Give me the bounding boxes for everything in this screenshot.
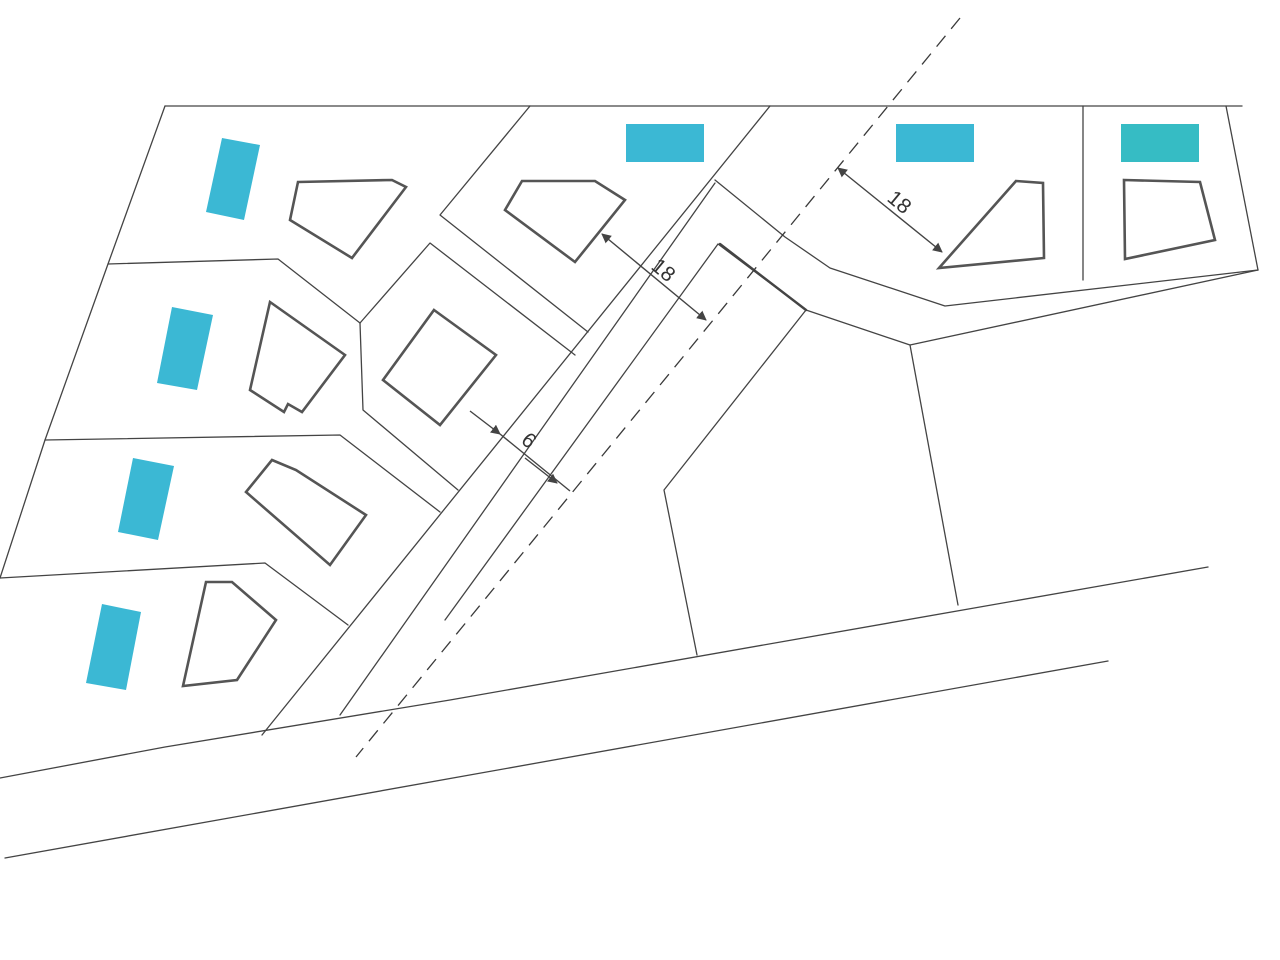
- house-footprint: [248, 299, 347, 414]
- dimension-road-offset: 6: [469, 410, 571, 492]
- parcel-line-west-cul: [439, 105, 589, 333]
- pool: [626, 124, 704, 162]
- pool: [86, 604, 141, 690]
- parcel-line-stub-bold: [718, 242, 808, 312]
- access-road-west-edge: [261, 105, 771, 736]
- parcel-line-east-lower: [805, 269, 1259, 346]
- east-boundary: [1225, 105, 1259, 271]
- house-footprint: [244, 458, 368, 567]
- parcel-line-west-1: [107, 258, 361, 324]
- parcel-line-central-lot: [663, 309, 807, 656]
- dimension-setback-left: 18: [601, 233, 707, 321]
- road-centerline: [355, 17, 961, 758]
- dimension-arrow: [601, 233, 707, 321]
- dimension-arrow: [499, 433, 571, 492]
- pool: [1121, 124, 1199, 162]
- parcel-line-east-vertical: [909, 344, 959, 606]
- pool: [206, 138, 260, 220]
- house-footprint: [181, 580, 278, 688]
- parcel-lines: [0, 105, 1259, 859]
- house-footprint: [381, 308, 498, 427]
- dimension-label: 18: [647, 254, 680, 287]
- house-footprint: [935, 179, 1046, 270]
- parcel-line-center-inner: [359, 322, 459, 491]
- dimension-arrow: [837, 167, 943, 253]
- parcel-line-east-curve: [714, 179, 1259, 307]
- pool: [157, 307, 213, 390]
- pool: [896, 124, 974, 162]
- house-footprint: [1122, 178, 1217, 261]
- dimension-label: 18: [883, 186, 916, 219]
- dimension-label: 6: [517, 428, 541, 453]
- dimension-setback-right: 18: [837, 167, 943, 253]
- pool: [118, 458, 174, 540]
- parcel-line-west-3: [0, 562, 349, 626]
- dimension-arrow: [524, 457, 558, 484]
- dimension-arrow: [469, 410, 501, 435]
- parcel-line-center-block: [359, 242, 576, 356]
- house-footprint: [503, 179, 627, 264]
- house-footprint: [288, 178, 408, 260]
- south-road-edge-upper: [0, 566, 1209, 779]
- house-footprints: [181, 178, 1217, 688]
- south-road-edge-lower: [4, 660, 1109, 859]
- access-road-east-edge: [444, 243, 719, 621]
- parcel-line-west-2: [44, 434, 441, 513]
- pools: [86, 124, 1199, 690]
- west-boundary: [0, 105, 166, 579]
